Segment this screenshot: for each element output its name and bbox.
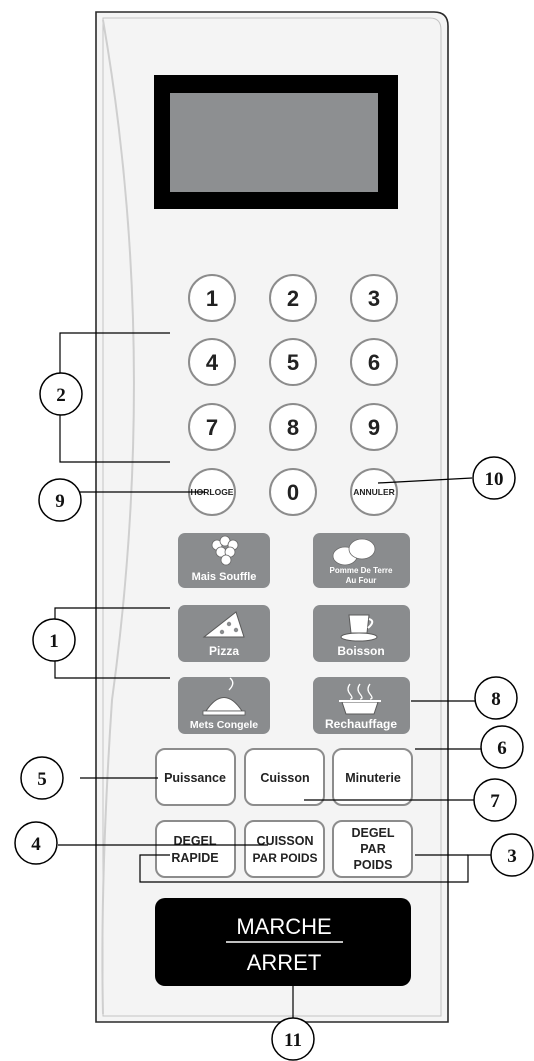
digit-button-9[interactable]: 9 <box>350 403 398 451</box>
reheat-label: Rechauffage <box>325 717 397 731</box>
timer-button[interactable]: Minuterie <box>332 748 413 806</box>
power-label: Puissance <box>164 771 226 785</box>
timer-label: Minuterie <box>345 771 401 785</box>
weight-defrost-label-line2: PAR <box>360 842 385 856</box>
display-window <box>154 75 398 209</box>
popcorn-label: Mais Souffle <box>192 571 257 583</box>
pizza-button[interactable]: Pizza <box>178 605 270 662</box>
callout-2: 2 <box>39 372 83 416</box>
callout-5: 5 <box>20 756 64 800</box>
callout-1-label: 1 <box>49 631 59 652</box>
weight-cook-button[interactable]: CUISSON PAR POIDS <box>244 820 325 878</box>
numeric-keypad: 1 2 3 4 5 6 7 8 <box>188 274 398 516</box>
leader-10 <box>377 477 473 484</box>
quick-defrost-label-line2: RAPIDE <box>171 851 218 865</box>
callout-9: 9 <box>38 478 82 522</box>
digit-label: 3 <box>368 286 380 311</box>
weight-cook-label-line1: CUISSON <box>257 834 314 848</box>
bracket-defrost <box>139 854 495 883</box>
digit-label: 1 <box>206 286 218 311</box>
digit-button-5[interactable]: 5 <box>269 338 317 386</box>
callout-6: 6 <box>480 725 524 769</box>
digit-button-6[interactable]: 6 <box>350 338 398 386</box>
digit-label: 7 <box>206 415 218 440</box>
steaming-dish-icon <box>339 683 381 715</box>
callout-10-label: 10 <box>485 469 504 490</box>
callout-7-label: 7 <box>490 791 500 812</box>
quick-defrost-button[interactable]: DEGEL RAPIDE <box>155 820 236 878</box>
food-preset-buttons: Mais Souffle Pomme De Terre Au Four Pizz… <box>178 533 410 734</box>
pizza-label: Pizza <box>209 644 239 658</box>
callout-6-label: 6 <box>497 738 507 759</box>
digit-label: 5 <box>287 350 299 375</box>
cancel-button[interactable]: ANNULER <box>350 468 398 516</box>
stop-label: ARRET <box>247 950 322 975</box>
weight-cook-label-line2: PAR POIDS <box>252 851 317 865</box>
digit-label: 9 <box>368 415 380 440</box>
potato-label-line2: Au Four <box>346 576 377 585</box>
potato-label-line1: Pomme De Terre <box>330 566 394 575</box>
digit-button-1[interactable]: 1 <box>188 274 236 322</box>
callout-10: 10 <box>472 456 516 500</box>
callout-markers: 2 9 10 1 8 6 5 7 <box>14 372 534 1061</box>
start-stop-button[interactable]: MARCHE ARRET <box>155 898 411 986</box>
popcorn-button[interactable]: Mais Souffle <box>178 533 270 588</box>
callout-5-label: 5 <box>37 769 47 790</box>
baked-potato-button[interactable]: Pomme De Terre Au Four <box>313 533 410 588</box>
potato-icon <box>332 538 376 566</box>
digit-label: 2 <box>287 286 299 311</box>
callout-4-label: 4 <box>31 834 41 855</box>
callout-8: 8 <box>474 676 518 720</box>
clock-label: HORLOGE <box>191 487 234 497</box>
cloche-icon <box>202 677 246 716</box>
callout-7: 7 <box>473 778 517 822</box>
digit-label: 0 <box>287 480 299 505</box>
power-level-button[interactable]: Puissance <box>155 748 236 806</box>
callout-3: 3 <box>490 833 534 877</box>
cook-label: Cuisson <box>260 771 309 785</box>
digit-button-0[interactable]: 0 <box>269 468 317 516</box>
callout-8-label: 8 <box>491 689 501 710</box>
frozen-meal-label: Mets Congele <box>190 719 258 731</box>
beverage-label: Boisson <box>337 644 384 658</box>
cook-button[interactable]: Cuisson <box>244 748 325 806</box>
digit-button-8[interactable]: 8 <box>269 403 317 451</box>
weight-defrost-label-line3: POIDS <box>354 858 393 872</box>
callout-9-label: 9 <box>55 491 65 512</box>
beverage-button[interactable]: Boisson <box>313 605 410 662</box>
callout-11: 11 <box>271 1017 315 1061</box>
quick-defrost-label-line1: DEGEL <box>173 834 216 848</box>
callout-3-label: 3 <box>507 846 517 867</box>
digit-label: 4 <box>206 350 219 375</box>
start-label: MARCHE <box>236 914 331 939</box>
cup-icon <box>340 614 378 642</box>
frozen-meal-button[interactable]: Mets Congele <box>178 677 270 734</box>
popcorn-icon <box>211 535 239 566</box>
digit-button-4[interactable]: 4 <box>188 338 236 386</box>
digit-button-2[interactable]: 2 <box>269 274 317 322</box>
callout-1: 1 <box>32 618 76 662</box>
callout-11-label: 11 <box>284 1030 302 1051</box>
weight-defrost-button[interactable]: DEGEL PAR POIDS <box>332 820 413 878</box>
callout-4: 4 <box>14 821 58 865</box>
weight-defrost-label-line1: DEGEL <box>351 826 394 840</box>
pizza-slice-icon <box>202 611 245 638</box>
reheat-button[interactable]: Rechauffage <box>313 677 410 734</box>
digit-label: 8 <box>287 415 299 440</box>
cancel-label: ANNULER <box>353 487 395 497</box>
digit-button-7[interactable]: 7 <box>188 403 236 451</box>
callout-2-label: 2 <box>56 385 66 406</box>
digit-label: 6 <box>368 350 380 375</box>
clock-button[interactable]: HORLOGE <box>188 468 236 516</box>
digit-button-3[interactable]: 3 <box>350 274 398 322</box>
